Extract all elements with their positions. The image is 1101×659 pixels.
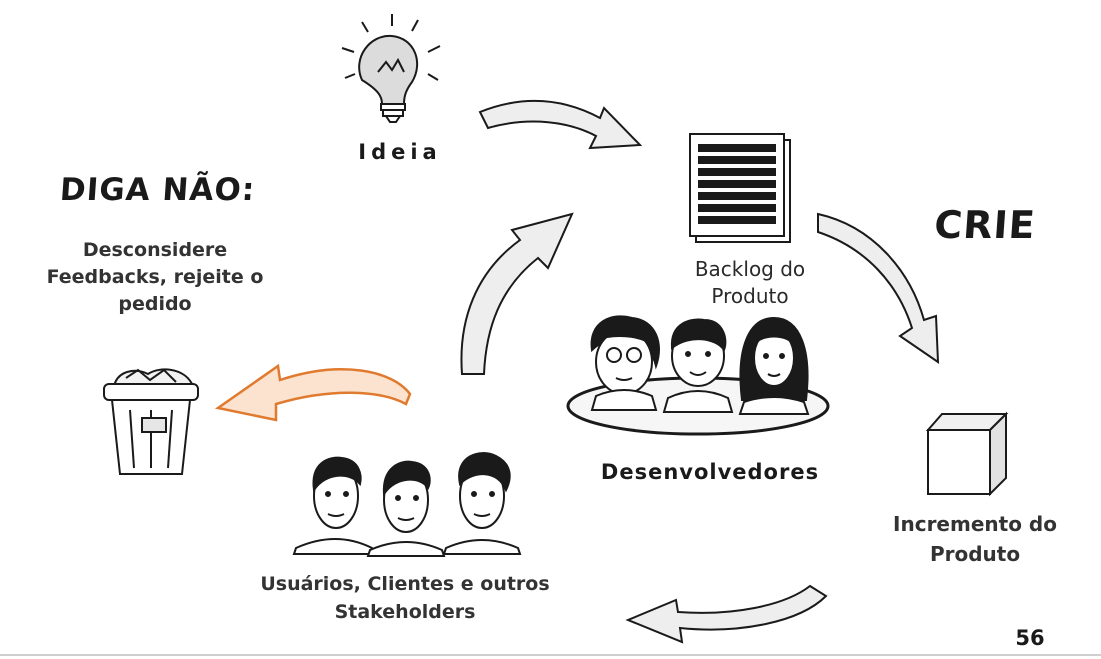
trash-can-icon xyxy=(103,368,199,475)
people-icon xyxy=(366,460,446,557)
label-diga-nao: DIGA NÃO: xyxy=(58,172,257,208)
document-stack-icon xyxy=(689,133,791,243)
label-desc-line3: pedido xyxy=(118,293,192,315)
people-icon xyxy=(590,315,660,411)
label-incremento-line2: Produto xyxy=(929,542,1021,566)
label-ideia: Ideia xyxy=(358,140,442,164)
label-backlog-line1: Backlog do xyxy=(694,257,806,281)
label-desc-line1: Desconsidere xyxy=(82,239,228,261)
label-usuarios-line1: Usuários, Clientes e outros xyxy=(260,573,550,595)
label-backlog-line2: Produto xyxy=(711,284,789,308)
arrow-ideia-to-backlog xyxy=(478,99,643,150)
lightbulb-icon xyxy=(341,14,441,123)
arrow-incremento-to-stakeholders xyxy=(625,584,828,644)
stakeholders-group xyxy=(292,452,522,557)
label-incremento-line1: Incremento do xyxy=(893,512,1057,536)
label-incremento: Incremento do Produto xyxy=(870,509,1080,569)
people-icon xyxy=(292,456,376,555)
developers-platter xyxy=(566,315,830,436)
arrow-reject-to-trash xyxy=(214,363,412,422)
label-desenvolvedores: Desenvolvedores xyxy=(600,460,820,484)
people-icon xyxy=(738,316,810,415)
label-desconsidere: Desconsidere Feedbacks, rejeite o pedido xyxy=(30,237,280,318)
bottom-divider xyxy=(0,654,1101,656)
label-backlog: Backlog do Produto xyxy=(650,256,850,310)
page-number: 56 xyxy=(1015,626,1045,650)
people-icon xyxy=(662,318,734,413)
label-stakeholders: Usuários, Clientes e outros Stakeholders xyxy=(235,570,575,626)
label-usuarios-line2: Stakeholders xyxy=(334,601,476,623)
arrow-stakeholders-to-backlog xyxy=(460,212,574,375)
cube-icon xyxy=(925,411,1009,497)
label-crie: CRIE xyxy=(932,203,1038,247)
arrow-backlog-to-incremento xyxy=(817,212,940,364)
label-desc-line2: Feedbacks, rejeite o xyxy=(46,266,264,288)
people-icon xyxy=(442,452,522,555)
